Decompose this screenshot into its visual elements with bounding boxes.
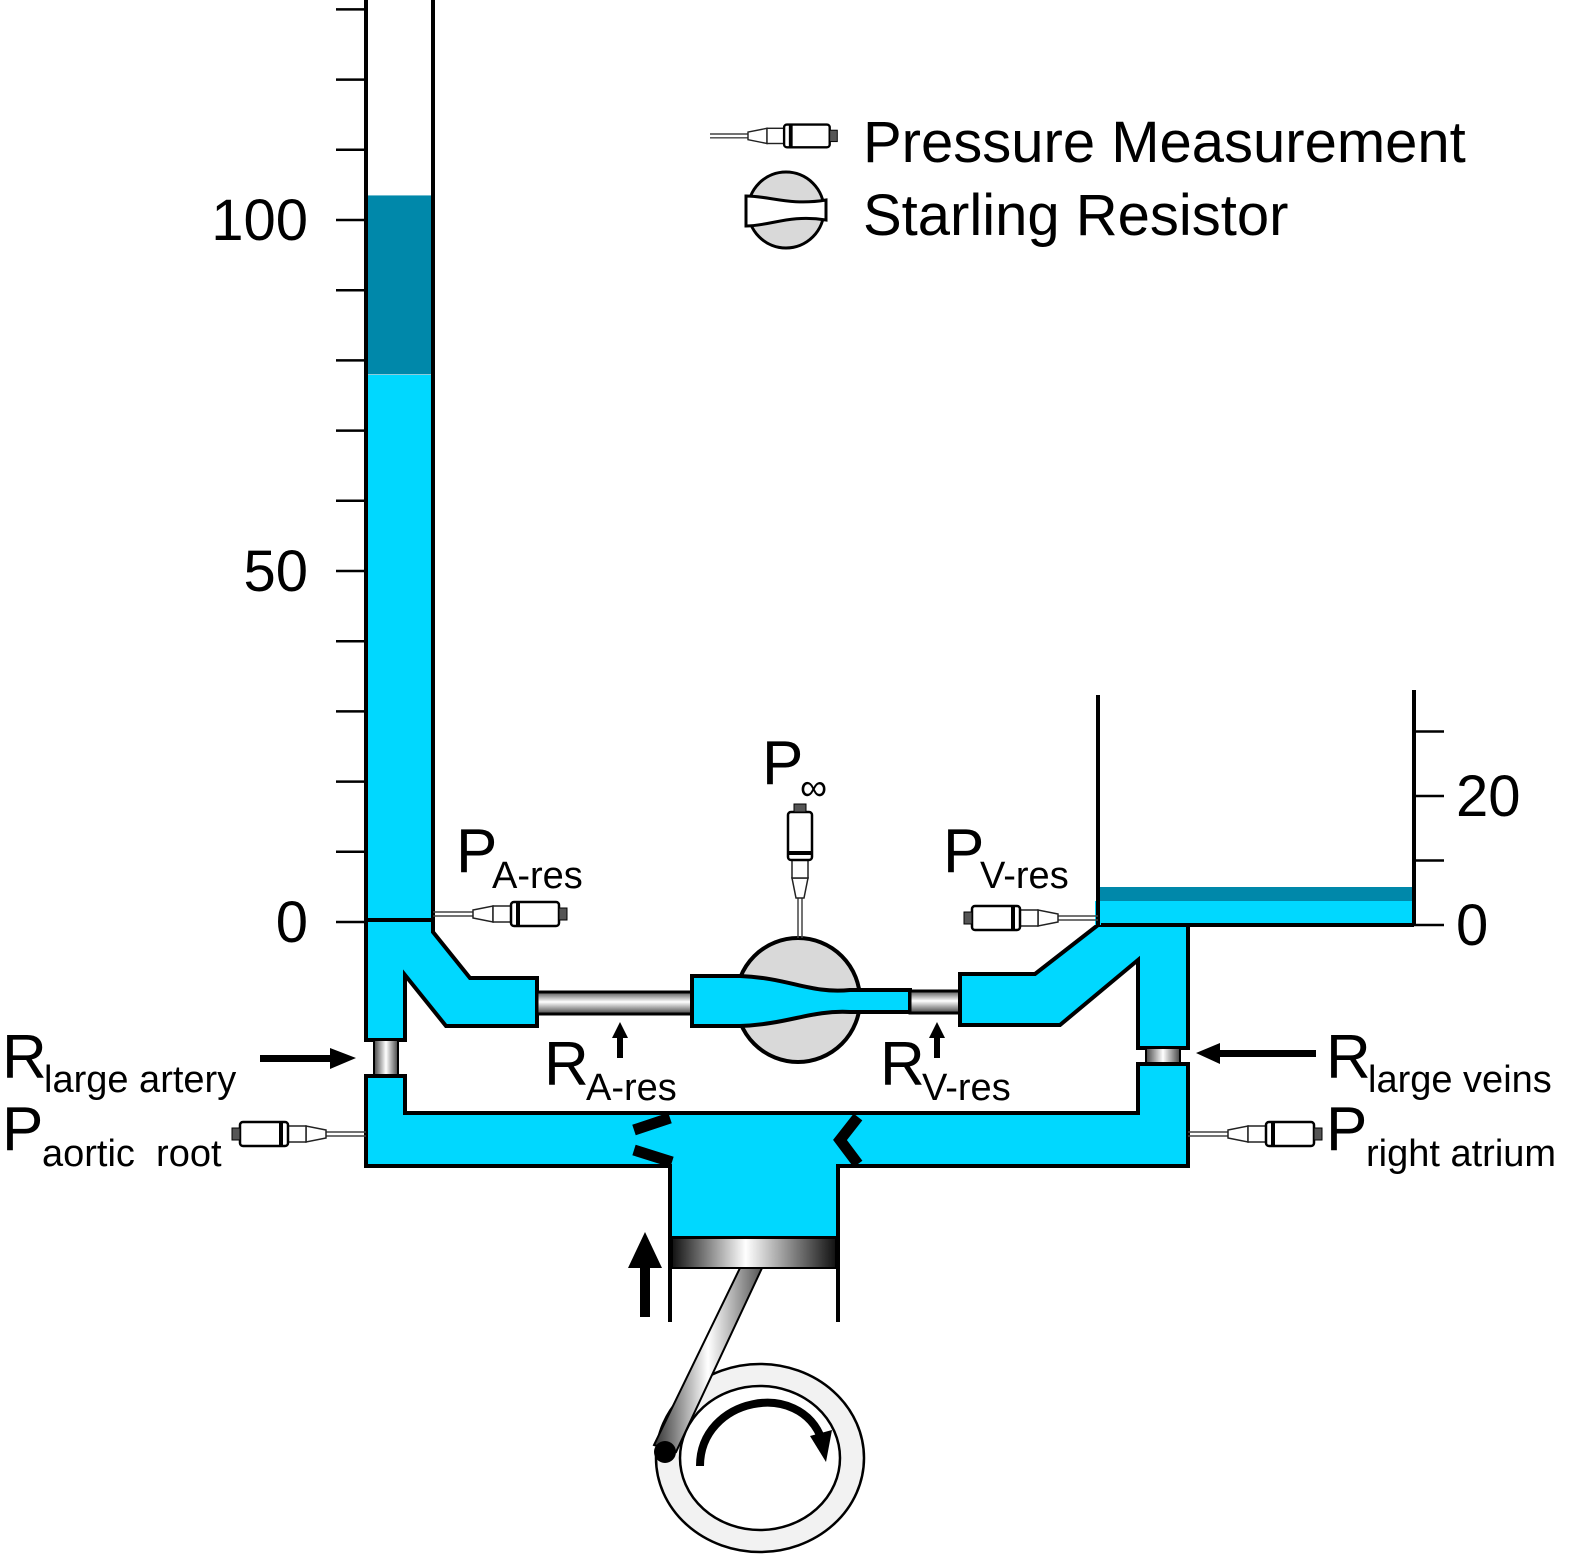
svg-text:P: P bbox=[456, 817, 497, 886]
svg-text:R: R bbox=[2, 1023, 47, 1092]
left-scale-label: 0 bbox=[276, 890, 308, 955]
legend-starling-resistor-icon bbox=[744, 170, 828, 250]
left-scale-label: 100 bbox=[211, 188, 308, 253]
svg-text:A-res: A-res bbox=[492, 855, 583, 897]
svg-text:large veins: large veins bbox=[1368, 1059, 1552, 1101]
p-aortic-root-transducer-icon bbox=[230, 1120, 368, 1148]
venous-fluid-band-dark bbox=[1098, 887, 1414, 901]
svg-text:P: P bbox=[2, 1095, 43, 1164]
svg-text:R: R bbox=[880, 1030, 925, 1099]
svg-text:P: P bbox=[943, 817, 984, 886]
right-scale-label: 0 bbox=[1456, 893, 1488, 958]
arterial-fluid bbox=[368, 375, 432, 922]
p-inf-transducer-icon bbox=[786, 802, 814, 940]
label-p-v-res: P V-res bbox=[943, 817, 1069, 897]
legend-pressure-transducer-icon bbox=[708, 122, 840, 150]
legend-label-starling: Starling Resistor bbox=[863, 183, 1288, 248]
p-a-res-transducer-icon bbox=[431, 900, 569, 928]
svg-text:V-res: V-res bbox=[980, 855, 1069, 897]
left-scale-label: 50 bbox=[243, 539, 308, 604]
svg-text:V-res: V-res bbox=[922, 1067, 1011, 1109]
r-large-veins-arrow-icon bbox=[1196, 1043, 1316, 1064]
starling-resistor bbox=[690, 936, 912, 1064]
venous-reservoir bbox=[958, 690, 1416, 1050]
svg-text:P: P bbox=[1326, 1095, 1367, 1164]
left-pressure-scale: 100 50 0 bbox=[211, 8, 366, 955]
right-scale-label: 20 bbox=[1456, 764, 1521, 829]
venous-reservoir-junction bbox=[958, 923, 1190, 1050]
svg-text:right atrium: right atrium bbox=[1366, 1133, 1556, 1175]
large-veins-resistor bbox=[1145, 1047, 1181, 1065]
label-p-aortic-root: P aortic root bbox=[2, 1095, 222, 1175]
arterial-reservoir-junction bbox=[364, 918, 539, 1042]
label-r-v-res: R V-res bbox=[880, 1030, 1011, 1109]
svg-text:A-res: A-res bbox=[586, 1067, 677, 1109]
outflow-valve bbox=[833, 1113, 863, 1168]
piston-direction-arrow-icon bbox=[628, 1232, 662, 1317]
label-p-a-res: P A-res bbox=[456, 817, 583, 897]
legend: Pressure Measurement Starling Resistor bbox=[708, 110, 1466, 250]
r-a-res-arrow-icon bbox=[612, 1022, 628, 1058]
r-large-artery-arrow-icon bbox=[260, 1048, 356, 1069]
inflow-valve bbox=[632, 1112, 674, 1168]
arterial-resistance-tube bbox=[535, 990, 694, 1016]
right-pressure-scale: 20 0 bbox=[1414, 730, 1521, 958]
legend-label-pressure: Pressure Measurement bbox=[863, 110, 1466, 175]
svg-text:P: P bbox=[762, 729, 803, 798]
p-right-atrium-transducer-icon bbox=[1186, 1120, 1324, 1148]
svg-text:large artery: large artery bbox=[44, 1059, 236, 1101]
label-p-inf: P ∞ bbox=[762, 729, 827, 809]
svg-text:aortic root: aortic root bbox=[42, 1133, 222, 1175]
arterial-column bbox=[364, 0, 435, 1040]
label-r-a-res: R A-res bbox=[544, 1030, 677, 1109]
svg-text:∞: ∞ bbox=[800, 767, 827, 809]
large-artery-resistor bbox=[373, 1039, 399, 1077]
label-r-large-veins: R large veins bbox=[1326, 1023, 1552, 1101]
svg-text:R: R bbox=[544, 1030, 589, 1099]
label-r-large-artery: R large artery bbox=[2, 1023, 236, 1101]
svg-text:R: R bbox=[1326, 1023, 1371, 1092]
label-p-right-atrium: P right atrium bbox=[1326, 1095, 1556, 1175]
r-v-res-arrow-icon bbox=[929, 1022, 945, 1058]
heart-chamber-channel bbox=[364, 1062, 1190, 1240]
venous-resistance-tube bbox=[908, 989, 962, 1015]
arterial-fluid-band-dark bbox=[368, 195, 432, 375]
p-v-res-transducer-icon bbox=[962, 904, 1100, 932]
rotation-arrow-icon bbox=[696, 1398, 832, 1467]
piston bbox=[671, 1237, 837, 1269]
